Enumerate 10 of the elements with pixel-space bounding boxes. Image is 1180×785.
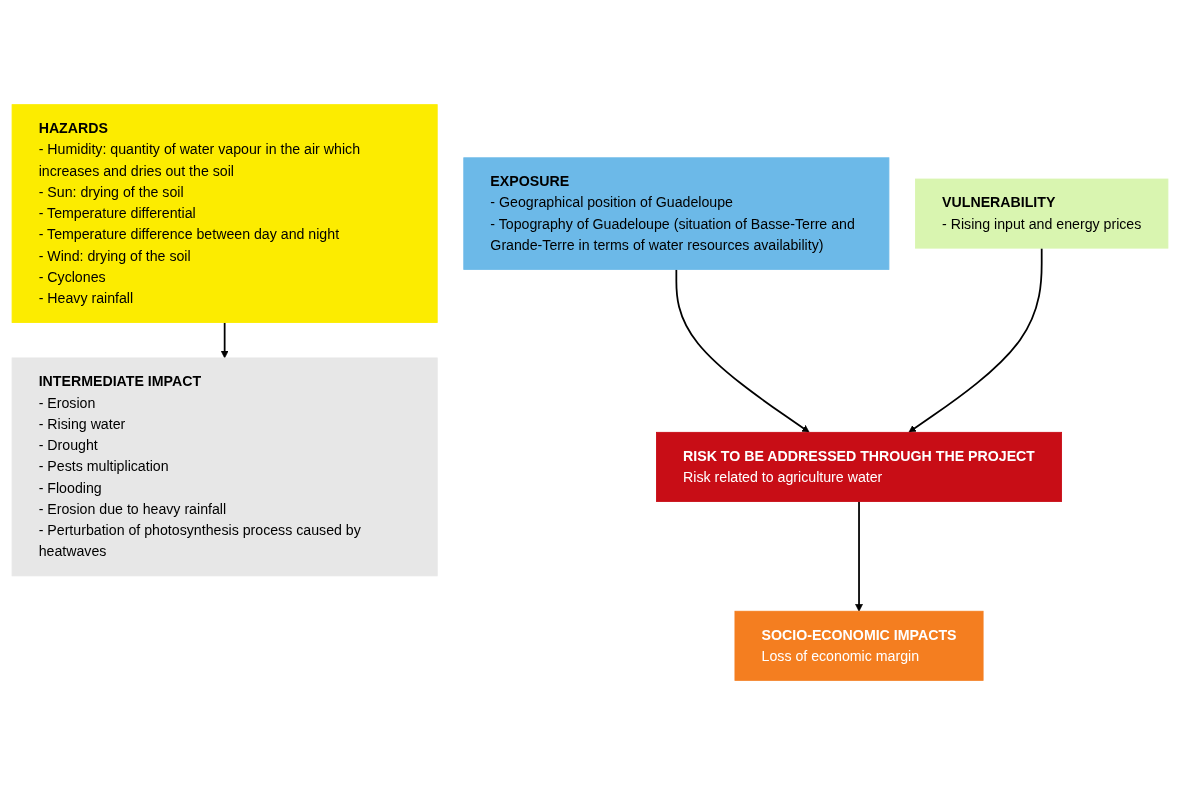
arrow xyxy=(675,268,810,433)
arrow xyxy=(855,500,863,612)
node-box: EXPOSURE - Geographical position of Guadeloupe - Topography of Guadeloupe (situation of Basse-Terre and Grande-Terre in terms of water resources availability) xyxy=(463,157,890,270)
node-box: RISK TO BE ADDRESSED THROUGH THE PROJECT Risk related to agriculture water xyxy=(656,431,1062,502)
node-box: SOCIO-ECONOMIC IMPACTS Loss of economic margin xyxy=(734,610,984,681)
node-box: VULNERABILITY - Rising input and energy prices xyxy=(915,178,1169,249)
node-box: INTERMEDIATE IMPACT - Erosion - Rising water - Drought - Pests multiplication - Flooding - Erosion due to heavy rainfall - Perturbation of photosynthesis process caused by heatwaves xyxy=(11,357,438,577)
arrow xyxy=(220,321,229,359)
node-box: HAZARDS - Humidity: quantity of water vapour in the air which increases and dries out the soil - Sun: drying of the soil - Temperature differential - Temperature difference between day and night - Wind: drying of the soil - Cyclones - Heavy rainfall xyxy=(11,104,438,323)
arrow xyxy=(908,247,1043,433)
